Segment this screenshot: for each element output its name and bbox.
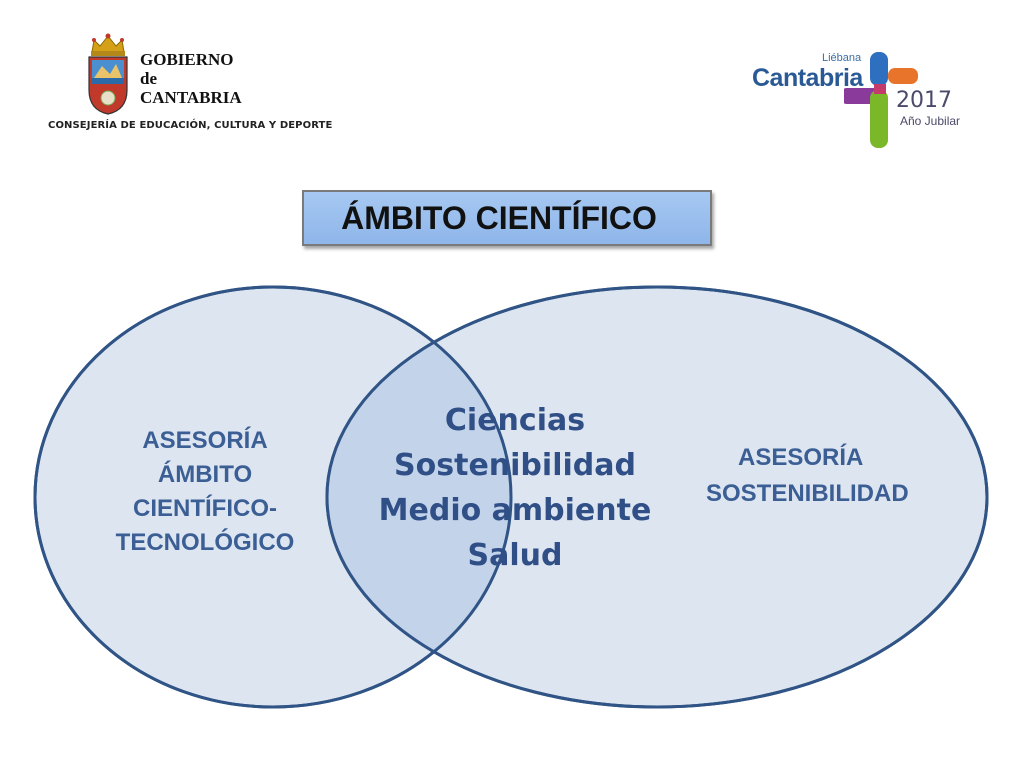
jubilee-cross-icon — [844, 52, 918, 148]
venn-intersection-label: Ciencias Sostenibilidad Medio ambiente S… — [370, 398, 660, 578]
venn-right-line-1: ASESORÍA — [738, 444, 864, 471]
venn-right-line-2: SOSTENIBILIDAD — [706, 480, 909, 507]
jubilee-year-text: 2017 — [896, 88, 952, 113]
gobierno-cantabria-logo: GOBIERNO de CANTABRIA CONSEJERÍA DE EDUC… — [40, 30, 332, 140]
jubilee-brand-text: Cantabria — [752, 64, 863, 92]
jubilee-top-text: Liébana — [822, 52, 862, 64]
venn-intersection-line-3: Medio ambiente — [378, 493, 652, 528]
gov-line-2: de — [140, 69, 157, 88]
gov-name: GOBIERNO de CANTABRIA — [140, 50, 242, 107]
gov-department: CONSEJERÍA DE EDUCACIÓN, CULTURA Y DEPOR… — [48, 120, 333, 131]
venn-left-ellipse-outline — [33, 285, 513, 709]
venn-left-line-1: ASESORÍA — [142, 427, 268, 454]
venn-right-ellipse-outline — [325, 285, 989, 709]
venn-left-label: ASESORÍA ÁMBITO CIENTÍFICO- TECNOLÓGICO — [80, 424, 330, 560]
venn-intersection-line-4: Salud — [467, 538, 563, 573]
gov-line-1: GOBIERNO — [140, 50, 234, 69]
venn-right-label: ASESORÍA SOSTENIBILIDAD — [706, 440, 982, 512]
jubilee-subtitle-text: Año Jubilar — [900, 114, 961, 128]
venn-left-line-2: ÁMBITO — [157, 461, 253, 488]
venn-left-line-4: TECNOLÓGICO — [115, 529, 295, 556]
page-title: ÁMBITO CIENTÍFICO — [341, 199, 657, 236]
cantabria-coat-of-arms-icon — [88, 33, 128, 115]
gov-line-3: CANTABRIA — [140, 88, 242, 107]
venn-intersection-line-2: Sostenibilidad — [394, 448, 636, 483]
title-box: ÁMBITO CIENTÍFICO — [302, 190, 712, 246]
venn-intersection-line-1: Ciencias — [444, 403, 586, 438]
venn-left-line-3: CIENTÍFICO- — [133, 495, 277, 522]
ano-jubilar-logo: Liébana Cantabria 2017 Año Jubilar — [748, 48, 978, 156]
